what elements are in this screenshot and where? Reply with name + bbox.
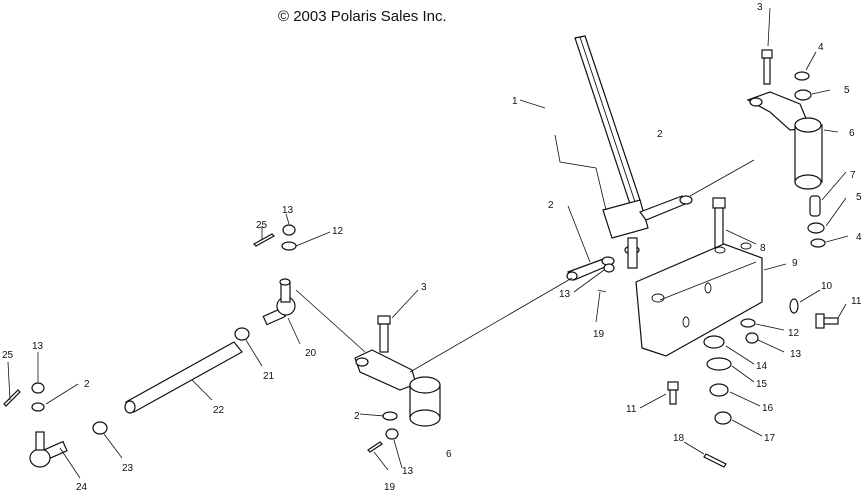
- callout-9: 9: [792, 258, 798, 269]
- washer-4-lower: [810, 238, 826, 248]
- callout-25: 25: [2, 350, 14, 361]
- spacer-7: [809, 195, 821, 217]
- nut-13-right: [745, 332, 759, 344]
- washer-12-right: [740, 318, 756, 328]
- nut-13-left: [31, 382, 45, 394]
- washer-10: [789, 298, 799, 314]
- bolt-8: [712, 197, 726, 249]
- bushing-14: [703, 335, 725, 349]
- washer-16: [709, 383, 729, 397]
- washer-2-lower: [382, 411, 398, 421]
- callout-17: 17: [764, 433, 776, 444]
- bolt-upper: [761, 49, 773, 85]
- callout-24: 24: [76, 482, 88, 491]
- callout-10: 10: [821, 281, 833, 292]
- bushing-5-lower: [807, 222, 825, 234]
- pitman-arm-lower: [354, 349, 441, 427]
- copyright-notice: © 2003 Polaris Sales Inc.: [278, 8, 447, 25]
- mounting-bracket: [635, 242, 763, 357]
- cotter-pin-19-center: [597, 289, 607, 293]
- middle-tie-rod: [566, 256, 615, 281]
- callout-3: 3: [421, 282, 427, 293]
- upper-tie-rod: [639, 195, 693, 221]
- washer-4-upper: [794, 71, 810, 81]
- tie-rod-end-24: [29, 431, 68, 468]
- cotter-pin-25-upper: [253, 233, 275, 247]
- nut-13-lower: [385, 428, 399, 440]
- callout-5: 5: [856, 192, 862, 203]
- leader-lines: [7, 7, 849, 479]
- callout-15: 15: [756, 379, 768, 390]
- jam-nut-21: [234, 327, 250, 341]
- cotter-pin-19-lower: [367, 441, 383, 453]
- cotter-pin-25-left: [3, 389, 21, 407]
- callout-2: 2: [84, 379, 90, 390]
- callout-2: 2: [548, 200, 554, 211]
- ring-15: [706, 357, 732, 371]
- callout-13: 13: [402, 466, 414, 477]
- bolt-lower: [377, 315, 391, 353]
- callout-22: 22: [213, 405, 225, 416]
- callout-2: 2: [657, 129, 663, 140]
- nut-13-upper-left: [282, 224, 296, 236]
- callout-21: 21: [263, 371, 275, 382]
- callout-12: 12: [788, 328, 800, 339]
- bolt-11-lower: [667, 381, 679, 405]
- callout-2: 2: [354, 411, 360, 422]
- callout-14: 14: [756, 361, 768, 372]
- nut-17: [714, 411, 732, 425]
- callout-20: 20: [305, 348, 317, 359]
- pitman-arm-upper: [746, 91, 823, 190]
- callout-19: 19: [384, 482, 396, 491]
- callout-6: 6: [446, 449, 452, 460]
- callout-3: 3: [757, 2, 763, 13]
- callout-13: 13: [32, 341, 44, 352]
- tie-rod-tube-end: [124, 400, 136, 414]
- washer-2-left: [31, 402, 45, 412]
- callout-4: 4: [856, 232, 862, 243]
- bushing-5-upper: [794, 89, 812, 101]
- callout-11: 11: [626, 404, 637, 415]
- callout-4: 4: [818, 42, 824, 53]
- callout-13: 13: [282, 205, 294, 216]
- callout-23: 23: [122, 463, 134, 474]
- cotter-pin-18: [703, 453, 727, 468]
- tie-rod-end-20: [262, 278, 296, 326]
- washer-12-left: [281, 241, 297, 251]
- callout-16: 16: [762, 403, 774, 414]
- callout-7: 7: [850, 170, 856, 181]
- callout-13: 13: [790, 349, 802, 360]
- callout-19: 19: [593, 329, 605, 340]
- bolt-11-right: [815, 313, 839, 329]
- callout-18: 18: [673, 433, 685, 444]
- jam-nut-23: [92, 421, 108, 435]
- callout-8: 8: [760, 243, 766, 254]
- steering-post: [574, 35, 649, 269]
- callout-5: 5: [844, 85, 850, 96]
- callout-1: 1: [512, 96, 518, 107]
- callout-25: 25: [256, 220, 268, 231]
- callout-11: 11: [851, 296, 862, 307]
- nut-13-center: [603, 263, 615, 273]
- callout-13: 13: [559, 289, 571, 300]
- callout-12: 12: [332, 226, 344, 237]
- tie-rod-tube-22: [125, 341, 243, 413]
- callout-6: 6: [849, 128, 855, 139]
